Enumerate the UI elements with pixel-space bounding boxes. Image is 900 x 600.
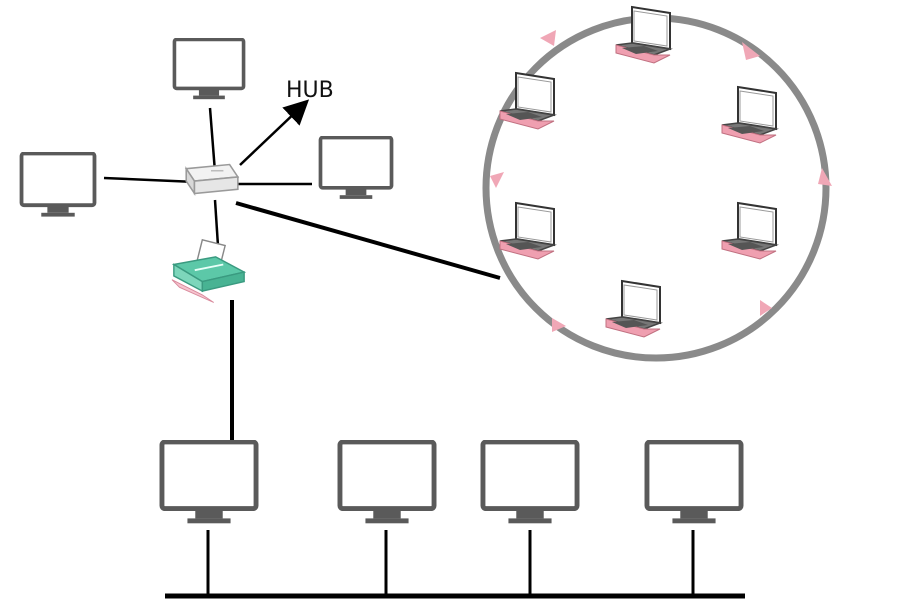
bus-topology (162, 300, 745, 599)
ring-laptop-bottom-right (720, 201, 778, 261)
ring-laptop-bottom (604, 279, 662, 339)
star-topology: HUB (22, 39, 501, 304)
hub-label: HUB (286, 78, 334, 103)
link-hub-top-monitor (208, 107, 217, 173)
bus-monitor-3 (483, 442, 577, 523)
ring-arrow-icon (818, 168, 832, 186)
ring-arrow-icon (742, 42, 760, 60)
ring-arrow-icon (490, 172, 504, 188)
bus-monitor-1 (162, 442, 256, 523)
ring-laptop-top-right (720, 85, 778, 145)
ring-laptop-top (614, 5, 672, 65)
ring-topology (482, 5, 832, 362)
hub-arrow (239, 99, 310, 166)
star-monitor-right (320, 137, 391, 198)
printer-icon (170, 238, 246, 304)
star-monitor-top (174, 39, 243, 99)
bus-monitor-4 (647, 442, 741, 523)
ring-arrow-icon (760, 300, 772, 316)
ring-arrow-icon (552, 318, 566, 332)
hub-icon (185, 163, 239, 195)
link-hub-ring (235, 201, 501, 280)
ring-arrow-icon (540, 30, 556, 46)
ring-direction-arrows (490, 30, 832, 332)
link-hub-left-monitor (103, 176, 197, 184)
link-hub-printer (213, 199, 220, 247)
bus-monitor-2 (340, 442, 434, 523)
ring-laptop-bottom-left (498, 201, 556, 261)
star-monitor-left (22, 154, 95, 217)
